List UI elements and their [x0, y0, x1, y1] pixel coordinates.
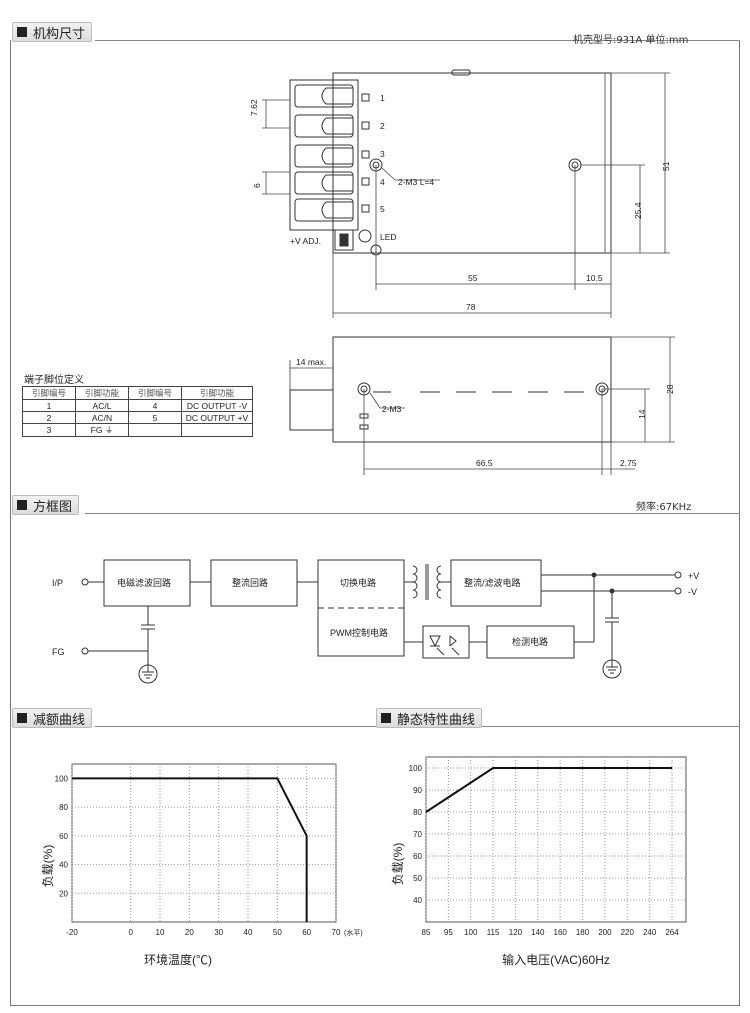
pin-cell: DC OUTPUT +V — [181, 411, 253, 424]
pin-cell: 3 — [22, 423, 76, 437]
square-icon — [17, 500, 27, 510]
pin-header-cell: 引脚编号 — [22, 386, 76, 400]
pin-cell: 1 — [22, 399, 76, 412]
table-row: 2 AC/N 5 DC OUTPUT +V — [22, 411, 253, 424]
pin-cell — [181, 423, 253, 437]
square-icon — [381, 713, 391, 723]
section-rule — [85, 513, 740, 514]
pin-header-cell: 引脚功能 — [181, 386, 253, 400]
pin-cell — [128, 423, 182, 437]
pin-cell: AC/N — [75, 411, 129, 424]
pin-cell: 5 — [128, 411, 182, 424]
section-rule — [95, 40, 740, 41]
square-icon — [17, 713, 27, 723]
case-info: 机壳型号:931A 单位:mm — [573, 35, 689, 46]
page-frame — [10, 40, 740, 1006]
section-block: 方框图 — [12, 495, 80, 515]
square-icon — [17, 27, 27, 37]
pin-table-title: 端子脚位定义 — [24, 375, 84, 386]
section-static-label: 静态特性曲线 — [397, 712, 476, 728]
pin-table-header: 引脚编号 引脚功能 引脚编号 引脚功能 — [22, 386, 253, 400]
section-mechanical-label: 机构尺寸 — [33, 26, 86, 42]
pin-cell: 2 — [22, 411, 76, 424]
pin-cell: DC OUTPUT -V — [181, 399, 253, 412]
pin-header-cell: 引脚功能 — [75, 386, 129, 400]
pin-cell: 4 — [128, 399, 182, 412]
pin-table: 引脚编号 引脚功能 引脚编号 引脚功能 1 AC/L 4 DC OUTPUT -… — [22, 386, 253, 437]
section-derating-label: 减额曲线 — [33, 712, 86, 728]
pin-cell: AC/L — [75, 399, 129, 412]
table-row: 3 FG ⏚ — [22, 423, 253, 437]
pin-header-cell: 引脚编号 — [128, 386, 182, 400]
section-static: 静态特性曲线 — [376, 708, 483, 728]
section-mechanical: 机构尺寸 — [12, 22, 93, 42]
section-block-label: 方框图 — [33, 499, 73, 515]
table-row: 1 AC/L 4 DC OUTPUT -V — [22, 399, 253, 412]
section-derating: 减额曲线 — [12, 708, 93, 728]
pin-cell: FG ⏚ — [75, 423, 129, 437]
frequency: 频率:67KHz — [636, 502, 692, 513]
